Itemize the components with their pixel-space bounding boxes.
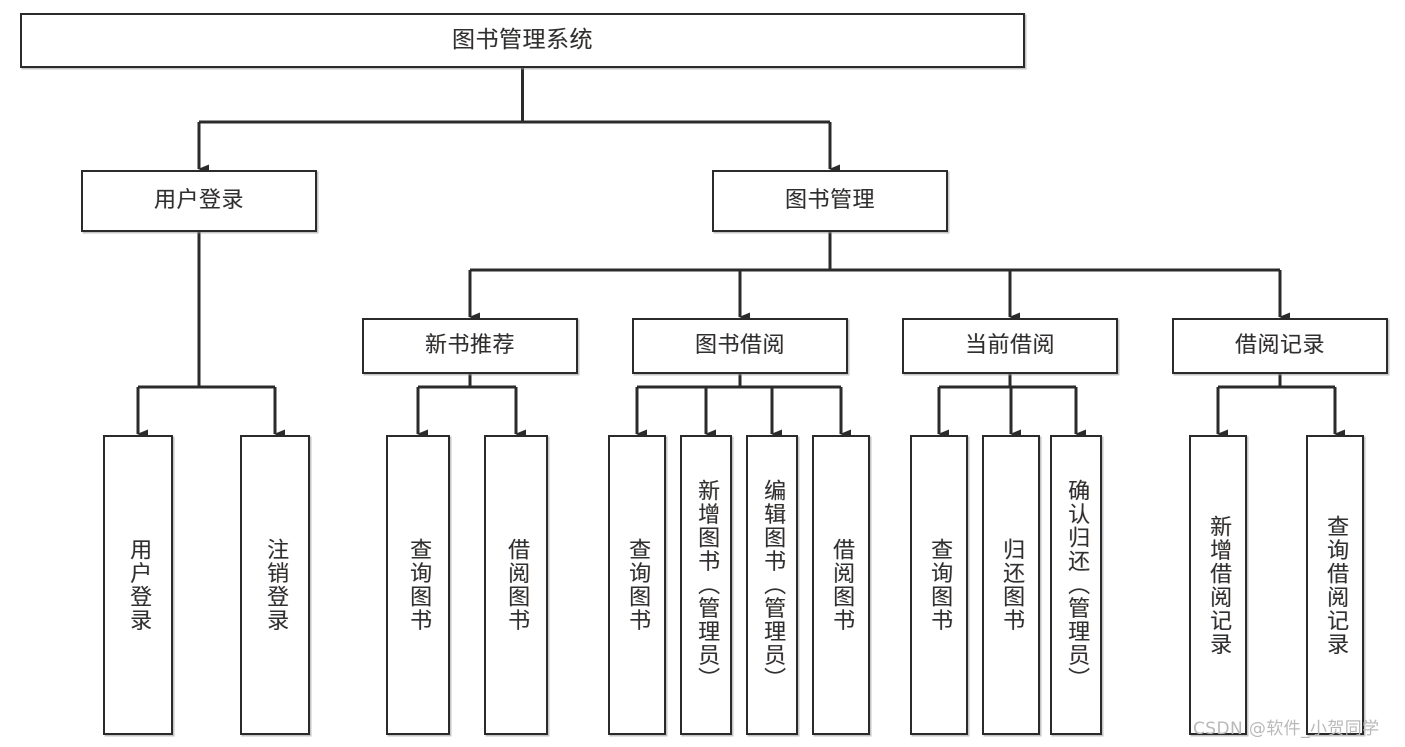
- node-label: 借阅记录: [1234, 332, 1325, 358]
- node-label: 用户登录: [126, 538, 152, 632]
- node-new-book-recommend[interactable]: 新书推荐: [362, 318, 578, 374]
- node-leaf-confirm-return[interactable]: 确认归还（管理员）: [1050, 435, 1102, 735]
- node-label: 查询图书: [406, 538, 432, 632]
- node-label: 查询图书: [927, 538, 953, 632]
- node-label: 查询借阅记录: [1323, 514, 1349, 656]
- node-user-login[interactable]: 用户登录: [81, 170, 317, 232]
- node-label: 图书借阅: [694, 332, 785, 358]
- node-label: 借阅图书: [829, 538, 855, 632]
- node-label: 归还图书: [999, 538, 1025, 632]
- node-leaf-add-book[interactable]: 新增图书（管理员）: [680, 435, 732, 735]
- node-label: 当前借阅: [964, 332, 1055, 358]
- node-label: 新书推荐: [424, 332, 515, 358]
- node-label: 图书管理: [784, 187, 875, 213]
- node-label: 编辑图书（管理员）: [760, 479, 786, 691]
- node-leaf-query-book-cur[interactable]: 查询图书: [910, 435, 968, 735]
- node-label: 查询图书: [625, 538, 651, 632]
- node-leaf-query-record[interactable]: 查询借阅记录: [1306, 435, 1364, 735]
- node-book-manage[interactable]: 图书管理: [712, 170, 948, 232]
- node-label: 新增借阅记录: [1206, 514, 1232, 656]
- node-leaf-query-book-rec[interactable]: 查询图书: [386, 435, 450, 735]
- node-label: 图书管理系统: [452, 26, 593, 53]
- node-label: 新增图书（管理员）: [694, 479, 720, 691]
- node-leaf-edit-book[interactable]: 编辑图书（管理员）: [746, 435, 798, 735]
- node-label: 借阅图书: [504, 538, 530, 632]
- node-current-borrow[interactable]: 当前借阅: [902, 318, 1118, 374]
- node-label: 注销登录: [263, 538, 289, 632]
- node-label: 确认归还（管理员）: [1064, 479, 1090, 691]
- csdn-watermark: CSDN @软件_小贺同学: [1193, 719, 1380, 739]
- node-root[interactable]: 图书管理系统: [20, 13, 1025, 68]
- node-label: 用户登录: [153, 187, 244, 213]
- node-leaf-user-logout[interactable]: 注销登录: [240, 435, 310, 735]
- node-leaf-return-book[interactable]: 归还图书: [982, 435, 1040, 735]
- node-leaf-borrow-book-rec[interactable]: 借阅图书: [484, 435, 548, 735]
- node-book-borrow[interactable]: 图书借阅: [632, 318, 848, 374]
- node-leaf-add-record[interactable]: 新增借阅记录: [1189, 435, 1247, 735]
- node-leaf-query-book-borrow[interactable]: 查询图书: [608, 435, 666, 735]
- node-borrow-record[interactable]: 借阅记录: [1172, 318, 1388, 374]
- node-leaf-borrow-book[interactable]: 借阅图书: [812, 435, 870, 735]
- node-leaf-user-login[interactable]: 用户登录: [103, 435, 173, 735]
